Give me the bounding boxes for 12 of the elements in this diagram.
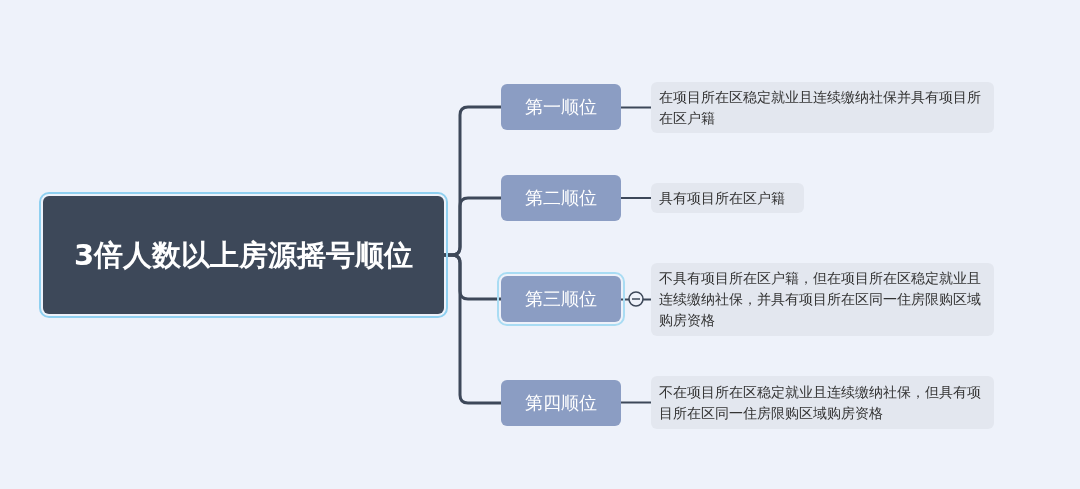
connector-line [444, 253, 501, 405]
topic-box: 第二顺位 [501, 175, 621, 221]
topic-box: 第一顺位 [501, 84, 621, 130]
connector-line [620, 401, 652, 404]
connector-line [620, 298, 652, 301]
connector-line [620, 106, 652, 109]
connector-line [620, 197, 652, 199]
subtopic-box: 在项目所在区稳定就业且连续缴纳社保并具有项目所在区户籍 [651, 82, 994, 133]
topic-box: 第四顺位 [501, 380, 621, 426]
subtopic-box: 不具有项目所在区户籍，但在项目所在区稳定就业且连续缴纳社保，并具有项目所在区同一住房限购区域购房资格 [651, 263, 994, 336]
subtopic-box: 具有项目所在区户籍 [651, 183, 804, 213]
subtopic-box: 不在项目所在区稳定就业且连续缴纳社保，但具有项目所在区同一住房限购区域购房资格 [651, 376, 994, 429]
